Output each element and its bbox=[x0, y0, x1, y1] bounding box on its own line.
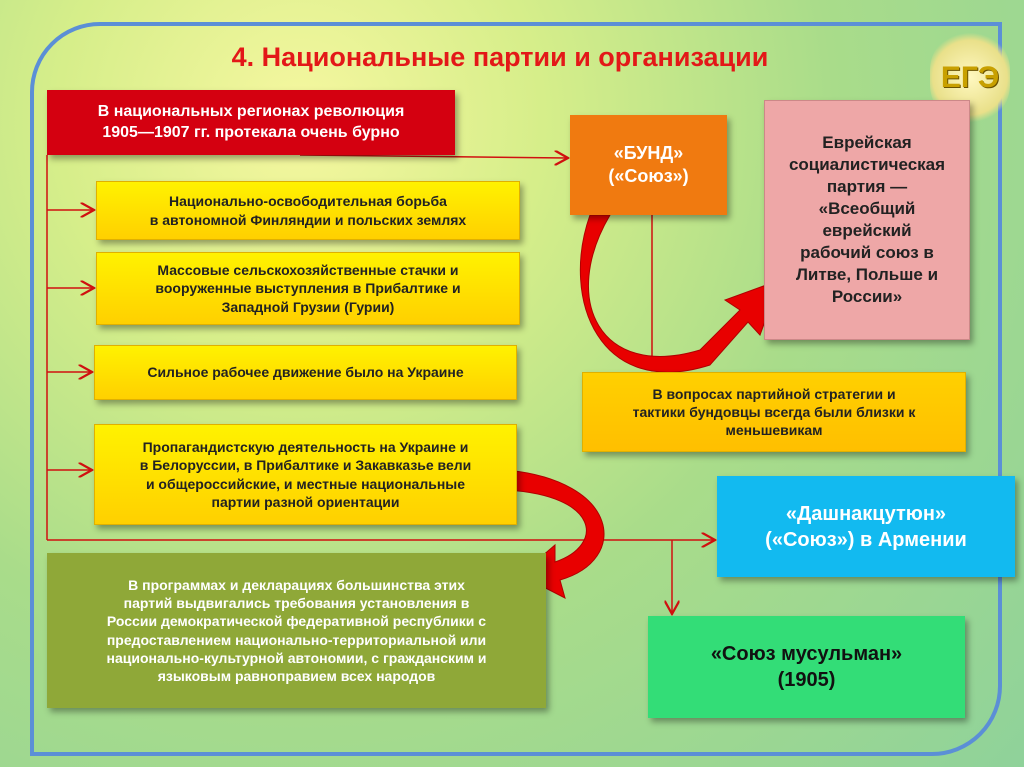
programs-line: партий выдвигались требования установлен… bbox=[123, 595, 470, 612]
muslim-line: «Союз мусульман» bbox=[710, 643, 903, 665]
bund-full-line: еврейский bbox=[822, 221, 912, 240]
dashnak-line: («Союз») в Армении bbox=[765, 528, 967, 551]
point-line: и общероссийские, и местные национальные bbox=[145, 475, 466, 492]
bund-full-line: «Всеобщий bbox=[818, 198, 916, 218]
point-line: в автономной Финляндии и польских землях bbox=[149, 211, 467, 228]
programs-line: языковым равноправием всех народов bbox=[157, 667, 436, 684]
bund-note-line: тактики бундовцы всегда были близки к bbox=[632, 403, 916, 420]
intro-line: В национальных регионах революция bbox=[97, 102, 405, 120]
point-line: вооруженные выступления в Прибалтике и bbox=[155, 280, 461, 297]
point-box-3: Сильное рабочее движение было на Украине bbox=[94, 345, 517, 400]
point-line: Западной Грузии (Гурии) bbox=[221, 298, 395, 315]
bund-line: «БУНД» bbox=[613, 142, 684, 163]
point-line: партии разной ориентации bbox=[211, 493, 400, 510]
point-line: Массовые сельскохозяйственные стачки и bbox=[157, 262, 459, 279]
bund-line: («Союз») bbox=[608, 166, 689, 186]
dashnak-box: «Дашнакцутюн» («Союз») в Армении bbox=[717, 476, 1015, 577]
bund-full-line: России» bbox=[831, 287, 903, 307]
programs-line: России демократической федеративной респ… bbox=[106, 613, 487, 630]
programs-line: национально-культурной автономии, с граж… bbox=[106, 649, 487, 666]
programs-line: предоставлением национально-территориаль… bbox=[106, 631, 487, 648]
dashnak-line: «Дашнакцутюн» bbox=[785, 502, 947, 525]
muslim-union-box: «Союз мусульман» (1905) bbox=[648, 616, 965, 718]
bund-note-line: В вопросах партийной стратегии и bbox=[652, 385, 896, 402]
point-box-4: Пропагандистскую деятельность на Украине… bbox=[94, 424, 517, 525]
muslim-line: (1905) bbox=[777, 669, 836, 691]
bund-box: «БУНД» («Союз») bbox=[570, 115, 727, 215]
point-line: Пропагандистскую деятельность на Украине… bbox=[142, 439, 469, 456]
bund-full-line: партия — bbox=[826, 176, 908, 196]
curved-arrow-bund bbox=[579, 214, 781, 373]
bund-full-line: Литве, Польше и bbox=[795, 265, 939, 285]
arrow-to-bund bbox=[299, 155, 568, 158]
slide-title: 4. Национальные партии и организации bbox=[231, 42, 769, 72]
intro-line: 1905—1907 гг. протекала очень бурно bbox=[102, 123, 400, 141]
bund-full-line: Еврейская bbox=[822, 132, 912, 152]
programs-box: В программах и декларациях большинства э… bbox=[47, 553, 546, 708]
bund-full-line: социалистическая bbox=[788, 154, 946, 174]
point-line: в Белоруссии, в Прибалтике и Закавказье … bbox=[139, 457, 472, 474]
bund-note-line: меньшевикам bbox=[725, 422, 823, 439]
programs-line: В программах и декларациях большинства э… bbox=[128, 576, 465, 593]
intro-box: В национальных регионах революция 1905—19… bbox=[47, 90, 455, 155]
bund-full-line: рабочий союз в bbox=[800, 243, 934, 263]
slide-frame bbox=[30, 22, 1002, 756]
point-line: Сильное рабочее движение было на Украине bbox=[147, 364, 464, 381]
point-line: Национально-освободительная борьба bbox=[169, 193, 447, 210]
